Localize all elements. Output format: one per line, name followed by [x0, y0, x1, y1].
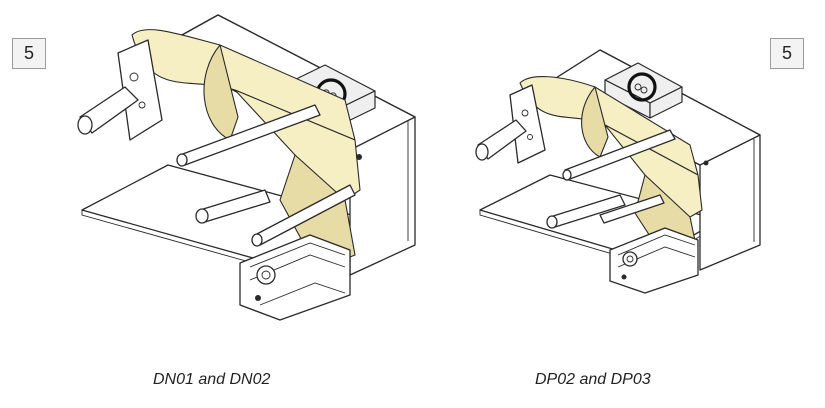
pressure-roller: [256, 265, 276, 285]
dispenser-illustration-dp: [475, 49, 761, 294]
pressure-roller: [622, 251, 638, 267]
step-number-right: 5: [781, 43, 792, 63]
figure-caption-left: DN01 and DN02: [153, 371, 271, 388]
control-button-2: [640, 86, 648, 94]
step-number-badge-left: 5: [12, 38, 46, 69]
guide-rod-2: [546, 215, 558, 229]
dispensing-unit: [239, 234, 351, 321]
guide-rod-3: [195, 208, 209, 224]
guide-rod-1: [562, 169, 572, 181]
roll-holder-plate: [509, 84, 546, 164]
roll-holder-plate: [117, 39, 163, 141]
dispenser-illustration-dn: [77, 14, 416, 321]
dispensing-unit: [609, 227, 699, 294]
guide-rod-2: [251, 233, 263, 247]
step-number-badge-right: 5: [770, 38, 804, 69]
highlight-circle-right: [627, 72, 657, 102]
step-number-left: 5: [23, 43, 34, 63]
guide-rod-1: [176, 153, 188, 167]
figure-caption-right: DP02 and DP03: [535, 371, 651, 388]
control-button-1: [634, 83, 642, 91]
